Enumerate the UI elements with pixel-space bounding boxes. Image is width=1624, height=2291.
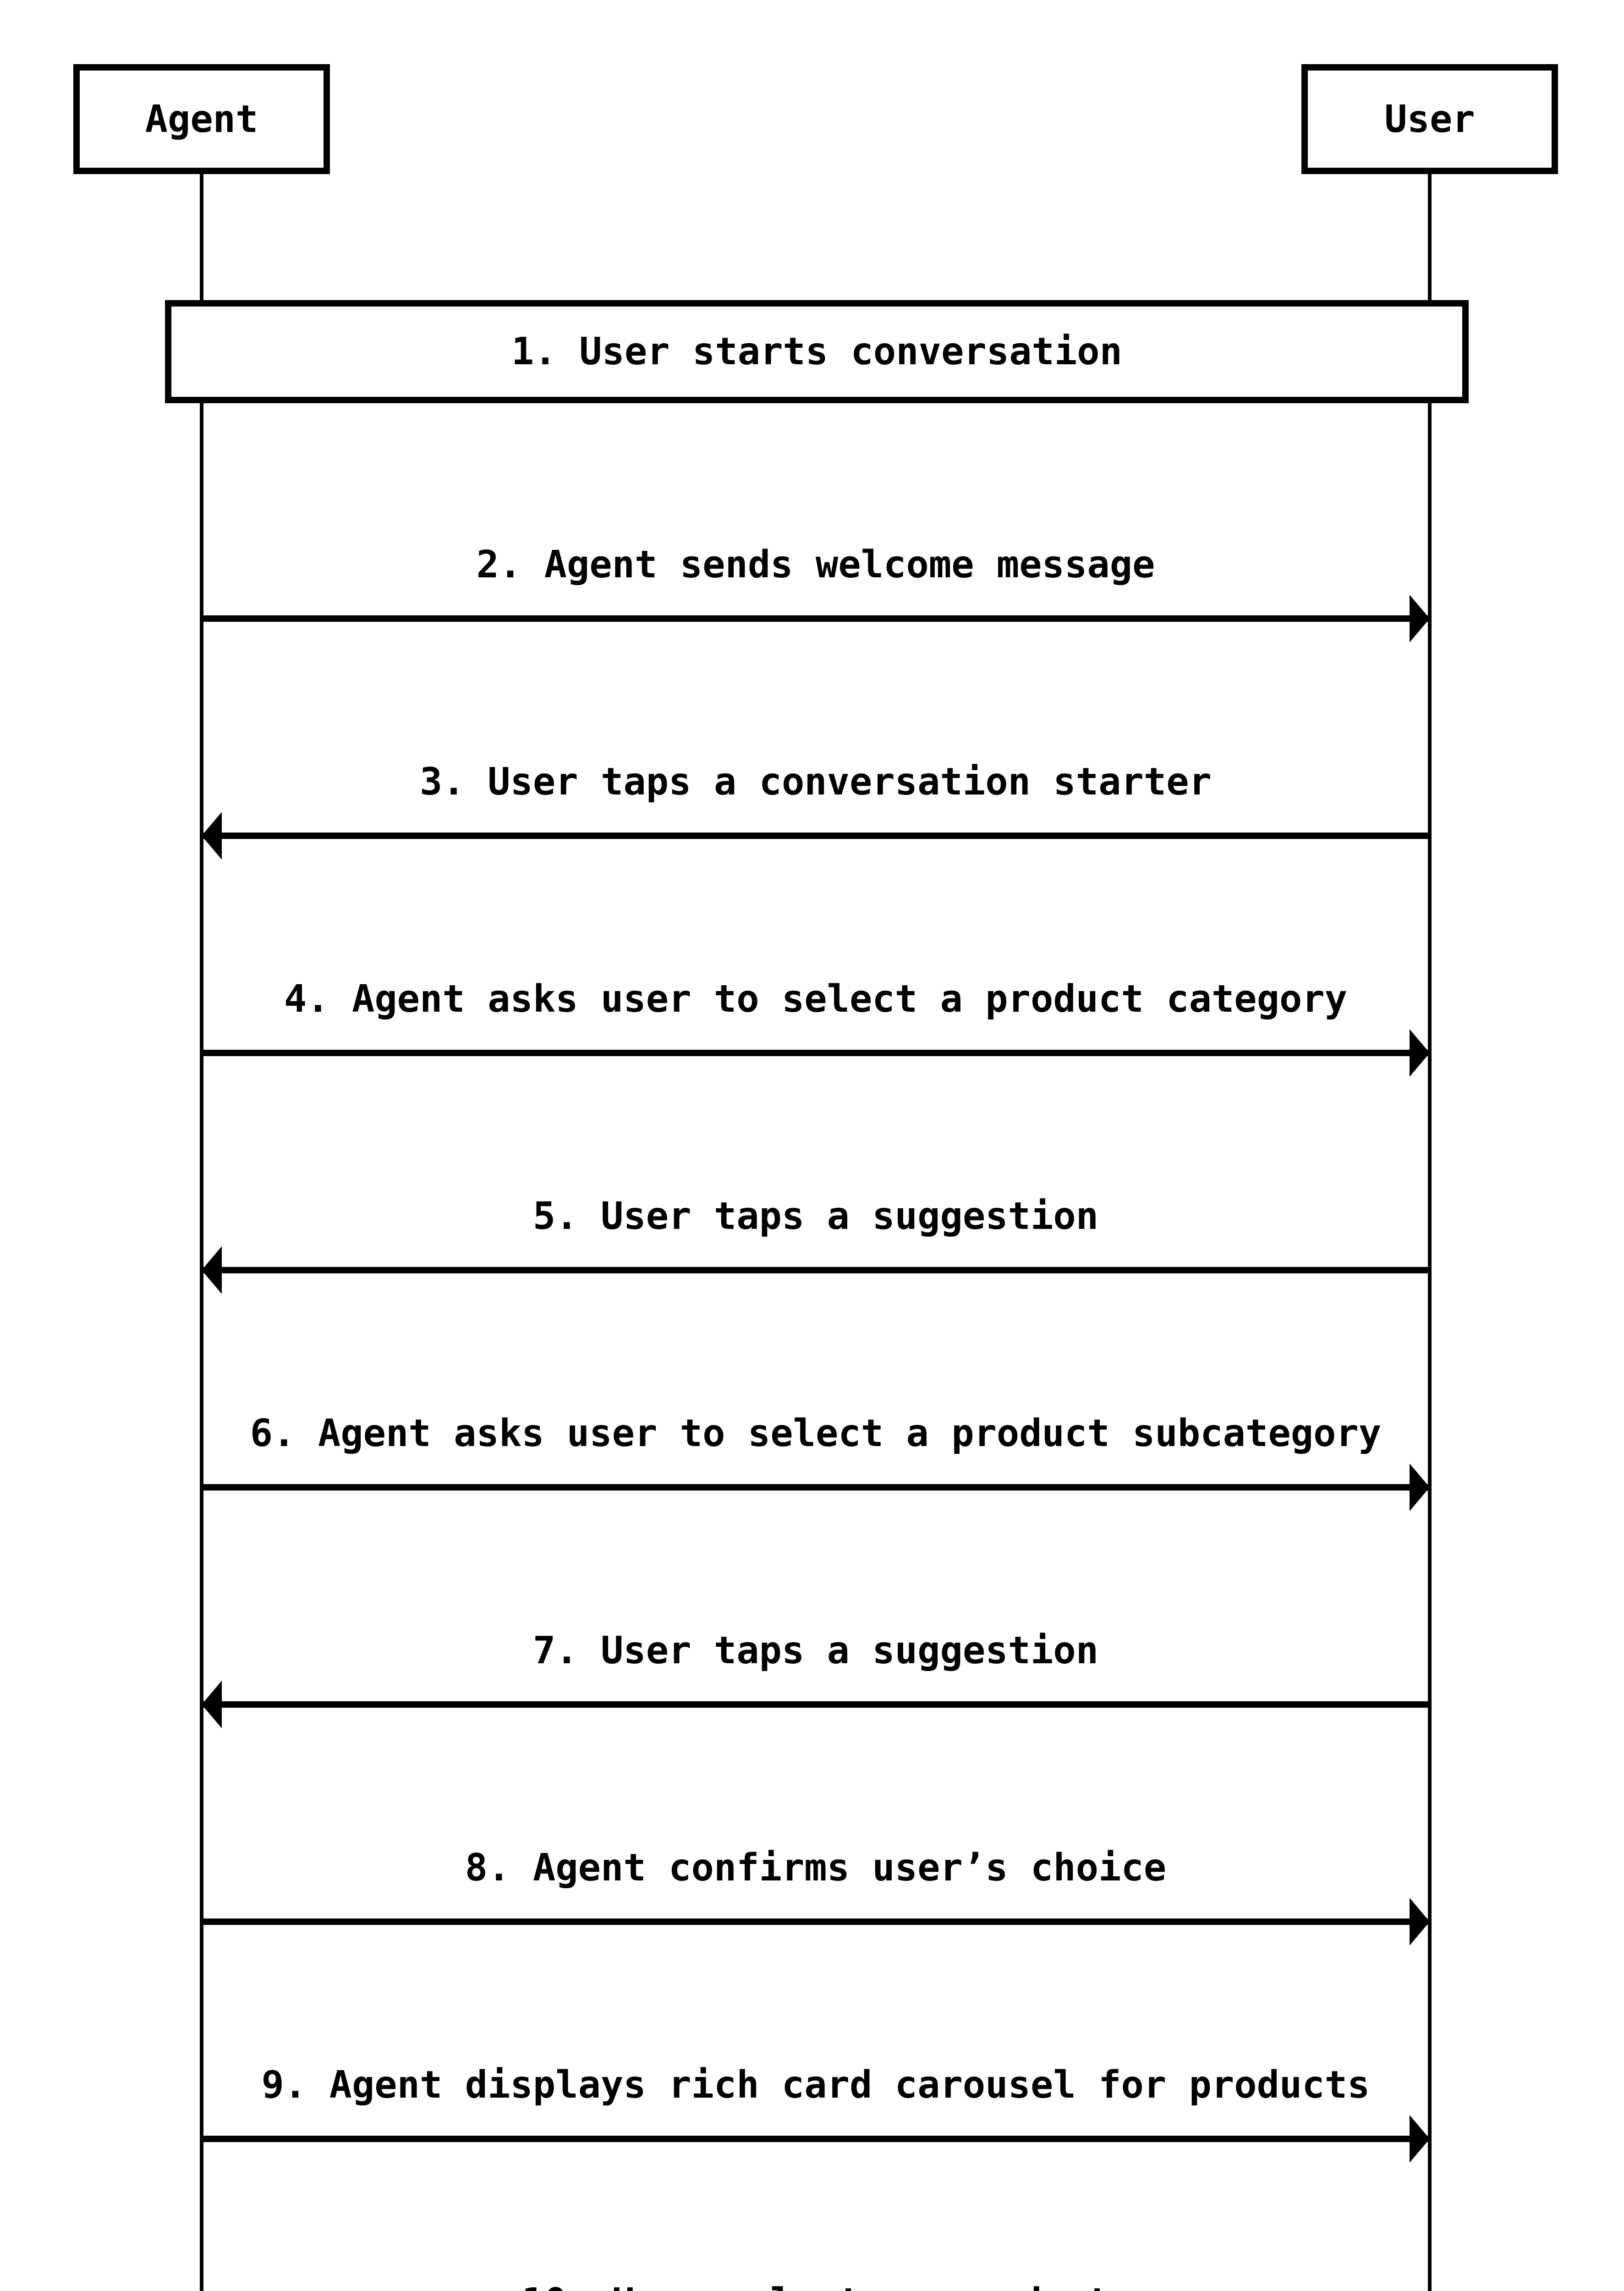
message-9-label: 9. Agent displays rich card carousel for… (202, 2059, 1430, 2111)
message-10-label: 10. User selects a product (202, 2276, 1430, 2291)
message-8-arrowhead-right-icon (1410, 1898, 1430, 1946)
message-7-arrow (202, 1701, 1430, 1708)
message-5-arrow (202, 1267, 1430, 1273)
message-9-arrow (202, 2136, 1430, 2142)
message-2-arrowhead-right-icon (1410, 595, 1430, 642)
participant-user-top-label: User (1384, 97, 1475, 141)
message-7-arrowhead-left-icon (202, 1681, 222, 1728)
message-5-label: 5. User taps a suggestion (202, 1190, 1430, 1243)
note-box: 1. User starts conversation (165, 300, 1469, 403)
message-9-label-line-1: 9. Agent displays rich card carousel for… (261, 2063, 1370, 2107)
user-lifeline (1428, 174, 1432, 2291)
message-9-arrowhead-right-icon (1410, 2115, 1430, 2163)
message-10-label-line-1: 10. User selects a product (202, 2276, 1430, 2291)
message-5-arrowhead-left-icon (202, 1246, 222, 1294)
participant-user-top: User (1301, 64, 1558, 174)
message-2-arrow (202, 615, 1430, 622)
note-label: 1. User starts conversation (511, 330, 1122, 373)
participant-agent-top: Agent (73, 64, 330, 174)
message-3-label-line-1: 3. User taps a conversation starter (420, 760, 1212, 804)
message-6-arrowhead-right-icon (1410, 1463, 1430, 1511)
message-8-label: 8. Agent confirms user’s choice (202, 1842, 1430, 1894)
message-6-arrow (202, 1484, 1430, 1491)
message-3-label: 3. User taps a conversation starter (202, 756, 1430, 808)
message-2-label-line-1: 2. Agent sends welcome message (476, 543, 1155, 586)
message-8-arrow (202, 1918, 1430, 1925)
message-7-label: 7. User taps a suggestion (202, 1624, 1430, 1677)
message-2-label: 2. Agent sends welcome message (202, 538, 1430, 591)
message-3-arrow (202, 833, 1430, 839)
participant-agent-top-label: Agent (145, 97, 258, 141)
message-8-label-line-1: 8. Agent confirms user’s choice (465, 1846, 1167, 1890)
message-4-arrow (202, 1050, 1430, 1056)
message-6-label: 6. Agent asks user to select a product s… (202, 1407, 1430, 1460)
message-5-label-line-1: 5. User taps a suggestion (532, 1195, 1099, 1238)
agent-lifeline (200, 174, 203, 2291)
message-3-arrowhead-left-icon (202, 812, 222, 860)
message-4-arrowhead-right-icon (1410, 1029, 1430, 1077)
message-7-label-line-1: 7. User taps a suggestion (532, 1629, 1099, 1672)
message-4-label-line-1: 4. Agent asks user to select a product c… (284, 977, 1348, 1021)
message-6-label-line-1: 6. Agent asks user to select a product s… (250, 1412, 1382, 1455)
message-4-label: 4. Agent asks user to select a product c… (202, 973, 1430, 1025)
